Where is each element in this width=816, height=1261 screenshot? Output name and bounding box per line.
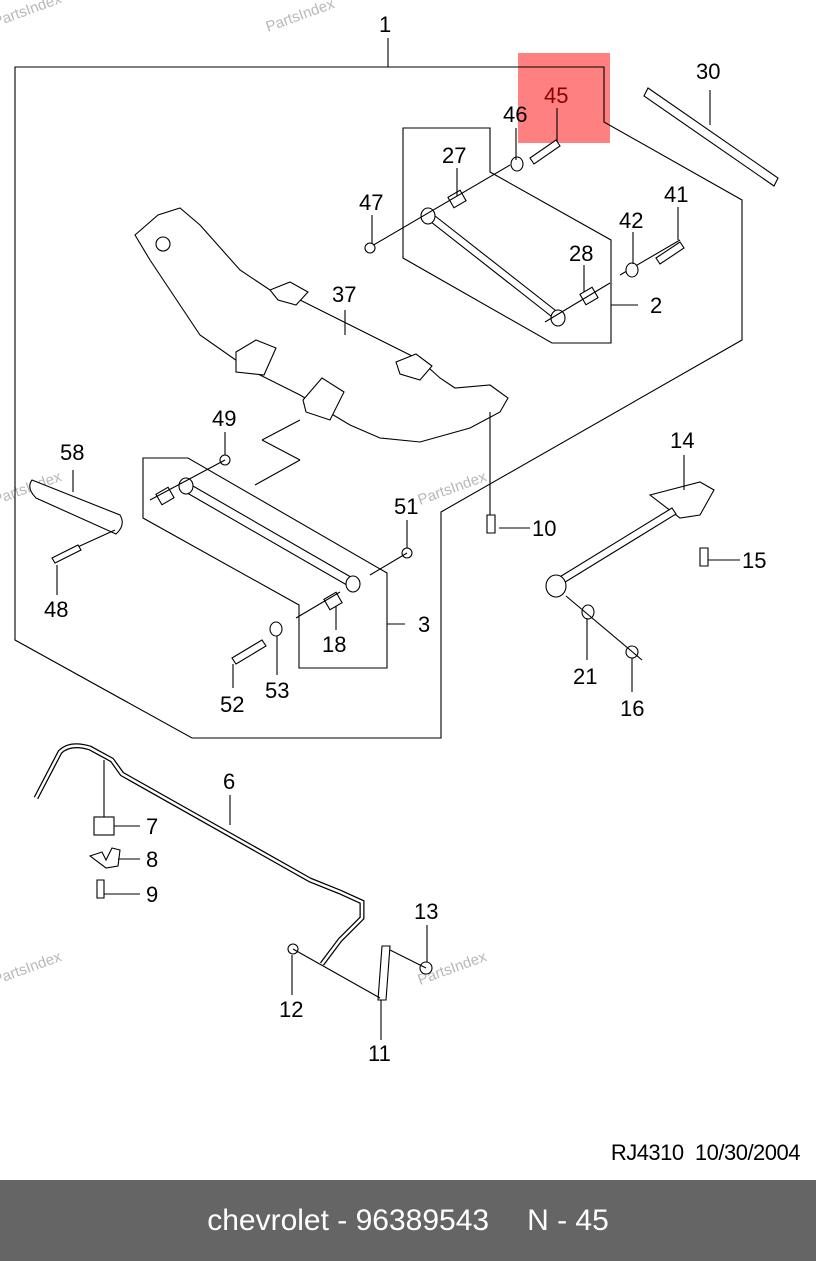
assembly-outline [14, 38, 743, 739]
link-bushing [178, 477, 194, 495]
washer-46 [510, 156, 524, 172]
link-11 [377, 945, 391, 1001]
axis-line [565, 595, 643, 661]
watermark: PartsIndex [264, 0, 338, 36]
bushing-27 [447, 189, 467, 209]
callout-11[interactable]: 11 [368, 1041, 391, 1066]
subassembly-2-outline [402, 127, 638, 344]
callout-12[interactable]: 12 [279, 997, 303, 1022]
lower-link-rod [181, 481, 357, 589]
callout-28[interactable]: 28 [569, 241, 593, 266]
callout-47[interactable]: 47 [359, 190, 383, 215]
nut-47 [364, 242, 376, 254]
parts-diagram: PartsIndex PartsIndex PartsIndex PartsIn… [0, 0, 779, 1066]
callout-37[interactable]: 37 [332, 282, 356, 307]
callout-3[interactable]: 3 [418, 612, 430, 637]
callout-49[interactable]: 49 [212, 406, 236, 431]
callout-51[interactable]: 51 [394, 494, 418, 519]
bracket [302, 377, 345, 421]
bracket [235, 339, 277, 376]
axis-line [295, 591, 341, 619]
callout-48[interactable]: 48 [44, 597, 68, 622]
leader-line [261, 439, 301, 461]
watermark: PartsIndex [0, 0, 64, 31]
axis-line [149, 459, 226, 501]
bushing-7 [93, 816, 115, 836]
callout-1[interactable]: 1 [379, 12, 391, 37]
bushing-18 [323, 591, 343, 611]
bolt-15 [699, 547, 709, 567]
callout-46[interactable]: 46 [503, 102, 527, 127]
watermark: PartsIndex [0, 948, 64, 989]
bolt-9 [96, 879, 105, 899]
link-bushing [345, 575, 361, 593]
callout-58[interactable]: 58 [60, 440, 84, 465]
callout-10[interactable]: 10 [532, 516, 556, 541]
rod-bushing [545, 574, 567, 598]
bolt-10 [486, 514, 496, 534]
callout-7[interactable]: 7 [146, 814, 158, 839]
footer-position: N - 45 [527, 1203, 609, 1237]
stabilizer-bar-inner [34, 744, 364, 965]
callout-18[interactable]: 18 [322, 632, 346, 657]
axis-line [292, 948, 381, 999]
link-bushing [420, 207, 436, 225]
footer-bar: chevrolet - 96389543 N - 45 [0, 1180, 816, 1261]
upper-link-rod [425, 211, 561, 321]
reference-code: RJ4310 [610, 1140, 684, 1165]
bolt-41 [655, 241, 685, 265]
drawing-reference: RJ4310 10/30/2004 [610, 1140, 801, 1166]
axis-line [389, 949, 427, 969]
callout-42[interactable]: 42 [619, 208, 643, 233]
axis-line [369, 552, 408, 576]
leader-line [261, 419, 301, 441]
callout-41[interactable]: 41 [664, 182, 688, 207]
crossmember-37 [134, 207, 509, 443]
bushing [155, 486, 175, 506]
axis-line [544, 282, 611, 323]
leader-lines [56, 90, 740, 1040]
part-highlight [518, 53, 610, 143]
mount-plate-14 [648, 481, 715, 519]
callout-27[interactable]: 27 [442, 143, 466, 168]
plate-58 [29, 479, 123, 535]
callout-6[interactable]: 6 [223, 769, 235, 794]
subassembly-3-outline [142, 457, 405, 669]
callout-53[interactable]: 53 [265, 678, 289, 703]
callout-15[interactable]: 15 [742, 548, 766, 573]
callout-13[interactable]: 13 [414, 899, 438, 924]
leader-line [254, 459, 301, 486]
bracket [269, 281, 309, 306]
callout-9[interactable]: 9 [146, 882, 158, 907]
reference-date: 10/30/2004 [694, 1140, 801, 1165]
washer-53 [269, 621, 283, 637]
stabilizer-bar-6 [33, 743, 365, 966]
link-bushing [550, 309, 566, 327]
bolt-52 [231, 639, 267, 665]
bolt-45 [529, 139, 561, 165]
callout-14[interactable]: 14 [670, 428, 694, 453]
mount-bushing [155, 236, 171, 252]
axis-line [364, 164, 511, 251]
callout-45-highlighted[interactable]: 45 [544, 83, 568, 108]
footer-part-label: chevrolet - 96389543 [207, 1203, 490, 1237]
callout-16[interactable]: 16 [620, 696, 644, 721]
callout-21[interactable]: 21 [573, 664, 597, 689]
bracket [395, 353, 433, 381]
clamp-8 [88, 847, 121, 869]
callout-8[interactable]: 8 [146, 847, 158, 872]
callout-52[interactable]: 52 [220, 692, 244, 717]
strip-30 [643, 87, 779, 187]
bolt-48 [51, 544, 82, 564]
washer-21 [581, 604, 595, 620]
watermark: PartsIndex [416, 468, 490, 509]
lateral-rod [557, 507, 677, 585]
washer-42 [625, 262, 639, 278]
callout-2[interactable]: 2 [650, 293, 662, 318]
callout-30[interactable]: 30 [696, 59, 720, 84]
